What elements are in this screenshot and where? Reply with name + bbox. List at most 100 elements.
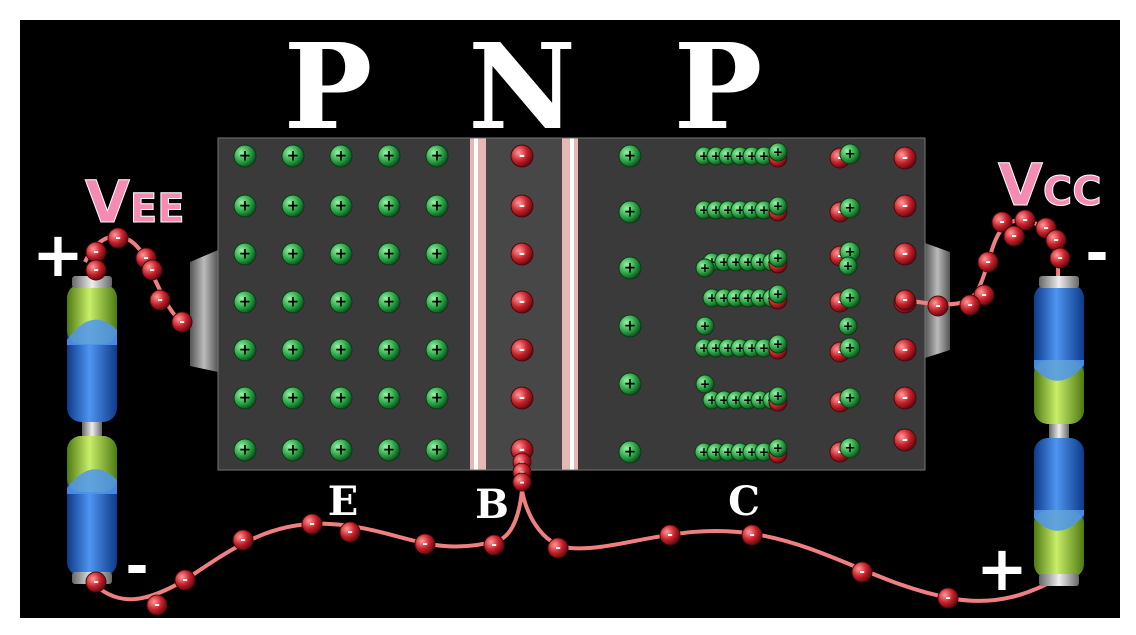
svg-text:+: +: [731, 291, 741, 305]
svg-text:-: -: [902, 245, 908, 263]
hole-carrier: +: [618, 256, 642, 280]
svg-text:-: -: [309, 516, 315, 532]
hole-carrier: +: [329, 290, 353, 314]
hole-carrier: +: [839, 437, 861, 459]
hole-carrier: +: [768, 438, 788, 458]
hole-carrier: +: [618, 440, 642, 464]
svg-text:-: -: [93, 262, 99, 278]
vee-battery-top: [67, 276, 117, 422]
svg-text:+: +: [743, 291, 753, 305]
hole-carrier: +: [425, 338, 449, 362]
electron-carrier: -: [851, 561, 873, 583]
svg-text:-: -: [902, 341, 908, 359]
svg-text:-: -: [519, 147, 525, 165]
svg-text:-: -: [519, 293, 525, 311]
electron-carrier: -: [149, 289, 171, 311]
svg-text:+: +: [383, 293, 395, 311]
hole-carrier: +: [839, 337, 861, 359]
svg-text:+: +: [287, 293, 299, 311]
junction-bc-edge: [570, 138, 574, 470]
svg-text:-: -: [981, 287, 987, 303]
hole-carrier: +: [618, 144, 642, 168]
hole-carrier: +: [695, 258, 715, 278]
svg-text:+: +: [773, 145, 783, 159]
svg-text:+: +: [383, 197, 395, 215]
svg-text:-: -: [837, 294, 843, 310]
hole-carrier: +: [768, 334, 788, 354]
electron-carrier: -: [301, 513, 323, 535]
electron-carrier: -: [141, 259, 163, 281]
svg-text:+: +: [711, 445, 721, 459]
electron-carrier: -: [894, 289, 916, 311]
svg-text:+: +: [755, 291, 765, 305]
hole-carrier: +: [377, 144, 401, 168]
svg-text:-: -: [491, 537, 497, 553]
electron-carrier: -: [893, 242, 917, 266]
svg-text:+: +: [699, 445, 709, 459]
svg-text:+: +: [699, 203, 709, 217]
carrier-layer: +++++++++++++++++++++++++++++++++++-----…: [85, 142, 1071, 616]
electron-carrier: -: [146, 594, 168, 616]
svg-text:-: -: [902, 292, 908, 308]
svg-text:+: +: [383, 441, 395, 459]
svg-text:-: -: [519, 475, 524, 489]
svg-text:-: -: [749, 527, 755, 543]
svg-text:+: +: [844, 244, 855, 260]
svg-text:+: +: [759, 203, 769, 217]
hole-carrier: +: [425, 242, 449, 266]
svg-text:+: +: [773, 251, 783, 265]
svg-text:+: +: [287, 341, 299, 359]
svg-text:+: +: [287, 389, 299, 407]
hole-carrier: +: [329, 242, 353, 266]
svg-text:+: +: [287, 147, 299, 165]
region-label-emitter-p: P: [284, 17, 373, 156]
hole-carrier: +: [425, 386, 449, 410]
electron-carrier: -: [991, 211, 1013, 233]
svg-text:+: +: [707, 393, 717, 407]
hole-carrier: +: [377, 290, 401, 314]
svg-text:-: -: [1053, 232, 1059, 248]
svg-text:-: -: [1043, 220, 1049, 236]
svg-text:+: +: [335, 245, 347, 263]
svg-text:-: -: [837, 248, 843, 264]
svg-text:+: +: [844, 146, 855, 162]
svg-text:-: -: [149, 262, 155, 278]
hole-carrier: +: [329, 438, 353, 462]
svg-text:-: -: [519, 341, 525, 359]
svg-text:+: +: [335, 147, 347, 165]
svg-text:+: +: [700, 261, 710, 275]
svg-text:+: +: [624, 317, 636, 335]
hole-carrier: +: [329, 194, 353, 218]
electron-carrier: -: [741, 524, 763, 546]
hole-carrier: +: [425, 290, 449, 314]
svg-text:+: +: [844, 340, 855, 356]
svg-text:+: +: [239, 441, 251, 459]
vcc-battery-bottom: [1034, 438, 1084, 586]
vee-label-main: V: [85, 168, 130, 236]
svg-text:-: -: [143, 250, 149, 266]
svg-text:+: +: [735, 341, 745, 355]
vee-plus-sign: +: [32, 218, 84, 291]
svg-text:-: -: [519, 245, 525, 263]
svg-text:+: +: [731, 393, 741, 407]
svg-text:-: -: [902, 389, 908, 407]
svg-text:+: +: [723, 203, 733, 217]
hole-carrier: +: [377, 438, 401, 462]
svg-text:+: +: [844, 390, 855, 406]
svg-text:+: +: [844, 440, 855, 456]
svg-text:-: -: [967, 297, 973, 313]
svg-text:+: +: [700, 377, 710, 391]
electron-carrier: -: [171, 311, 193, 333]
svg-text:+: +: [239, 293, 251, 311]
svg-text:+: +: [239, 341, 251, 359]
electron-carrier: -: [893, 146, 917, 170]
electron-carrier: -: [1045, 229, 1067, 251]
electron-carrier: -: [927, 295, 949, 317]
svg-text:+: +: [383, 341, 395, 359]
electron-carrier: -: [85, 259, 107, 281]
svg-text:-: -: [859, 564, 865, 580]
hole-carrier: +: [754, 146, 774, 166]
vee-label: VEE: [85, 168, 185, 236]
svg-text:-: -: [519, 455, 524, 469]
